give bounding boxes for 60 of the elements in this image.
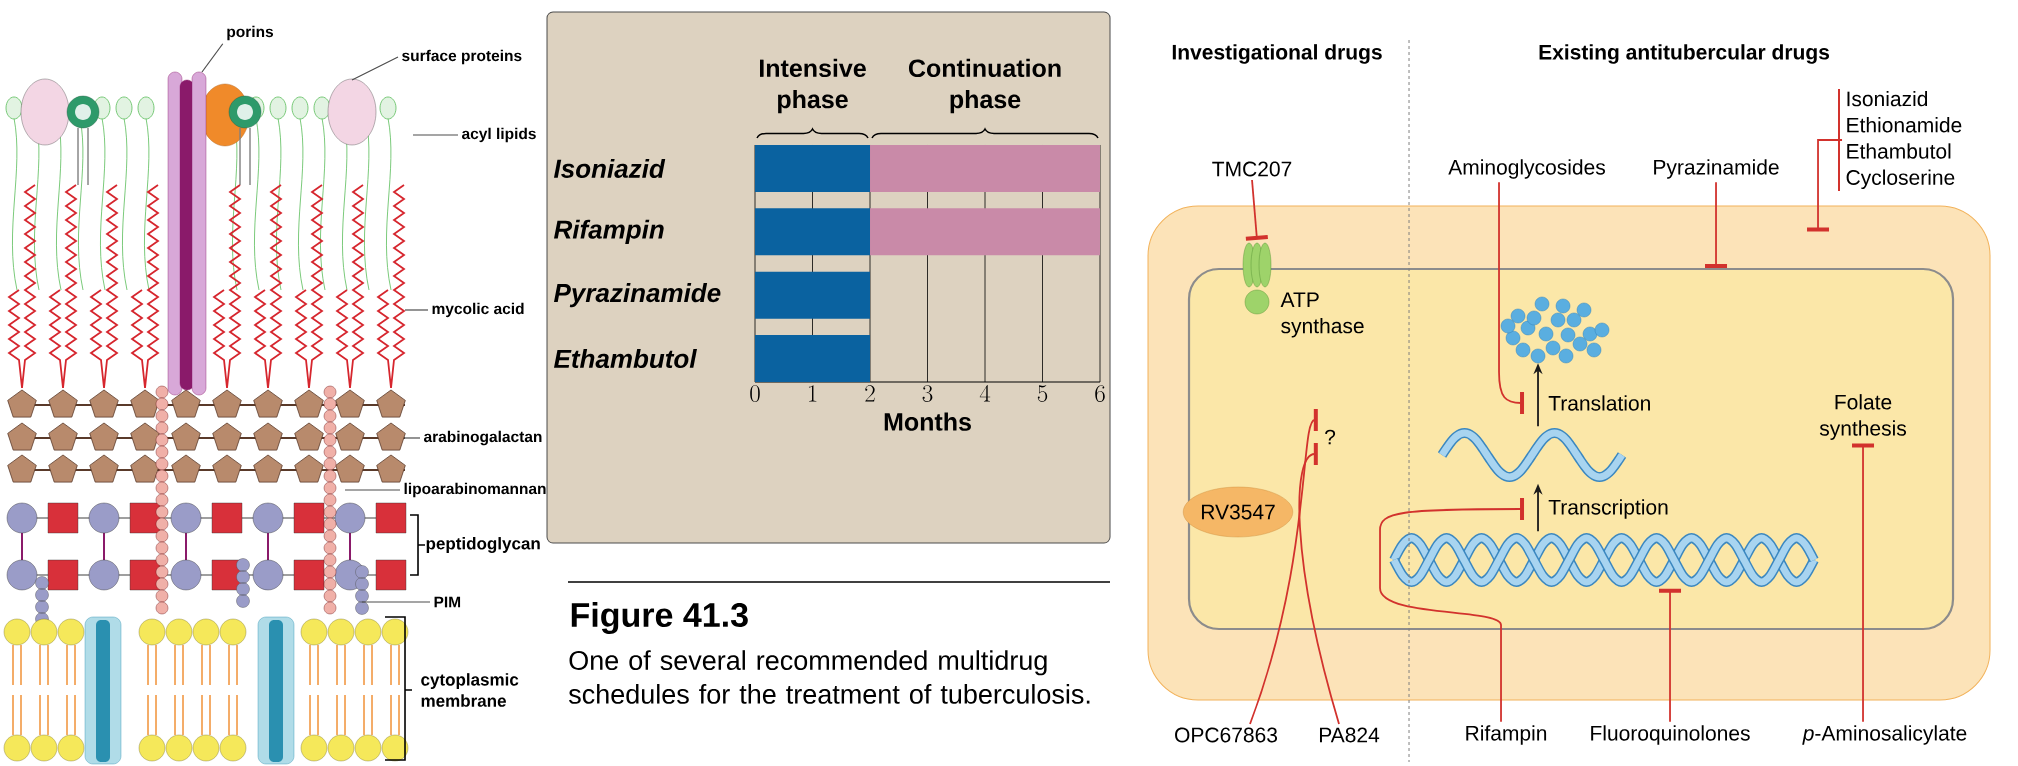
bracket-label: peptidoglycan xyxy=(426,537,540,553)
y-tick-label: Ethambutol xyxy=(553,349,697,369)
inhibition-line xyxy=(1659,588,1681,723)
leader-line xyxy=(201,43,224,73)
figure-number: Figure 41.3 xyxy=(571,602,748,634)
part-label: porins xyxy=(227,25,274,41)
question-mark: ? xyxy=(1325,429,1336,445)
inhibition-line xyxy=(1498,181,1524,414)
drug-label: Rifampin xyxy=(1466,725,1547,745)
inhibition-line xyxy=(1852,443,1874,723)
y-tick-label: Rifampin xyxy=(553,219,664,244)
part-label: acyl lipids xyxy=(462,127,536,143)
part-label: lipoarabinomannan xyxy=(404,482,546,498)
y-tick-label: Isoniazid xyxy=(553,158,666,178)
phase-label: Intensive phase xyxy=(760,58,866,114)
y-tick-label: Pyrazinamide xyxy=(553,283,721,308)
leader-line xyxy=(351,56,399,81)
x-tick-label: 0 xyxy=(750,385,760,402)
leader-line xyxy=(361,601,431,603)
inhibition-line xyxy=(1379,498,1524,723)
x-axis-title: Months xyxy=(884,412,971,431)
part-label: PIM xyxy=(434,596,461,608)
leader-line xyxy=(403,437,421,439)
drug-label: TMC207 xyxy=(1212,161,1292,177)
leader-line xyxy=(404,309,429,311)
x-tick-label: 4 xyxy=(979,384,991,402)
drug-label: Pyrazinamide xyxy=(1654,159,1779,179)
process-label: Transcription xyxy=(1548,499,1668,519)
column-heading: Existing antitubercular drugs xyxy=(1539,44,1829,64)
node-caption: ATP synthase xyxy=(1280,292,1364,338)
x-tick-label: 3 xyxy=(922,385,933,402)
drug-label: Aminoglycosides xyxy=(1448,159,1605,179)
drug-label: PA824 xyxy=(1320,727,1380,743)
part-label: arabinogalactan xyxy=(424,430,542,446)
drug-label: p-Aminosalicylate xyxy=(1802,725,1967,745)
drug-list: Isoniazid Ethionamide Ethambutol Cycloserine xyxy=(1846,90,1962,190)
phase-label: Continuation phase xyxy=(908,58,1061,114)
leader-line xyxy=(412,134,459,136)
mrna-drawing xyxy=(1437,428,1627,482)
bracket-label: cytoplasmic membrane xyxy=(421,673,519,707)
leader-line xyxy=(344,489,401,491)
drug-label: Fluoroquinolones xyxy=(1591,725,1750,745)
x-tick-label: 6 xyxy=(1095,385,1105,402)
caption: One of several recommended multidrug schedules for the treatment of tuberculosis. xyxy=(568,650,1090,704)
protein-drawing xyxy=(1500,296,1610,364)
part-label: mycolic acid xyxy=(432,302,524,318)
part-label: surface proteins xyxy=(402,49,522,65)
x-tick-label: 2 xyxy=(865,385,875,402)
inhibition-line xyxy=(1245,179,1268,241)
process-label: Folate synthesis xyxy=(1819,394,1906,440)
process-label: Translation xyxy=(1548,395,1650,411)
column-heading: Investigational drugs xyxy=(1172,44,1382,64)
inhibition-line xyxy=(1705,181,1727,268)
drug-label: OPC67863 xyxy=(1175,727,1278,743)
dna-drawing xyxy=(1389,533,1819,587)
x-tick-label: 1 xyxy=(808,385,817,402)
inhibition-line xyxy=(1807,139,1843,232)
x-tick-label: 5 xyxy=(1037,385,1048,402)
atp-synthase-drawing xyxy=(1242,242,1272,315)
cell-membrane xyxy=(1187,267,1955,631)
